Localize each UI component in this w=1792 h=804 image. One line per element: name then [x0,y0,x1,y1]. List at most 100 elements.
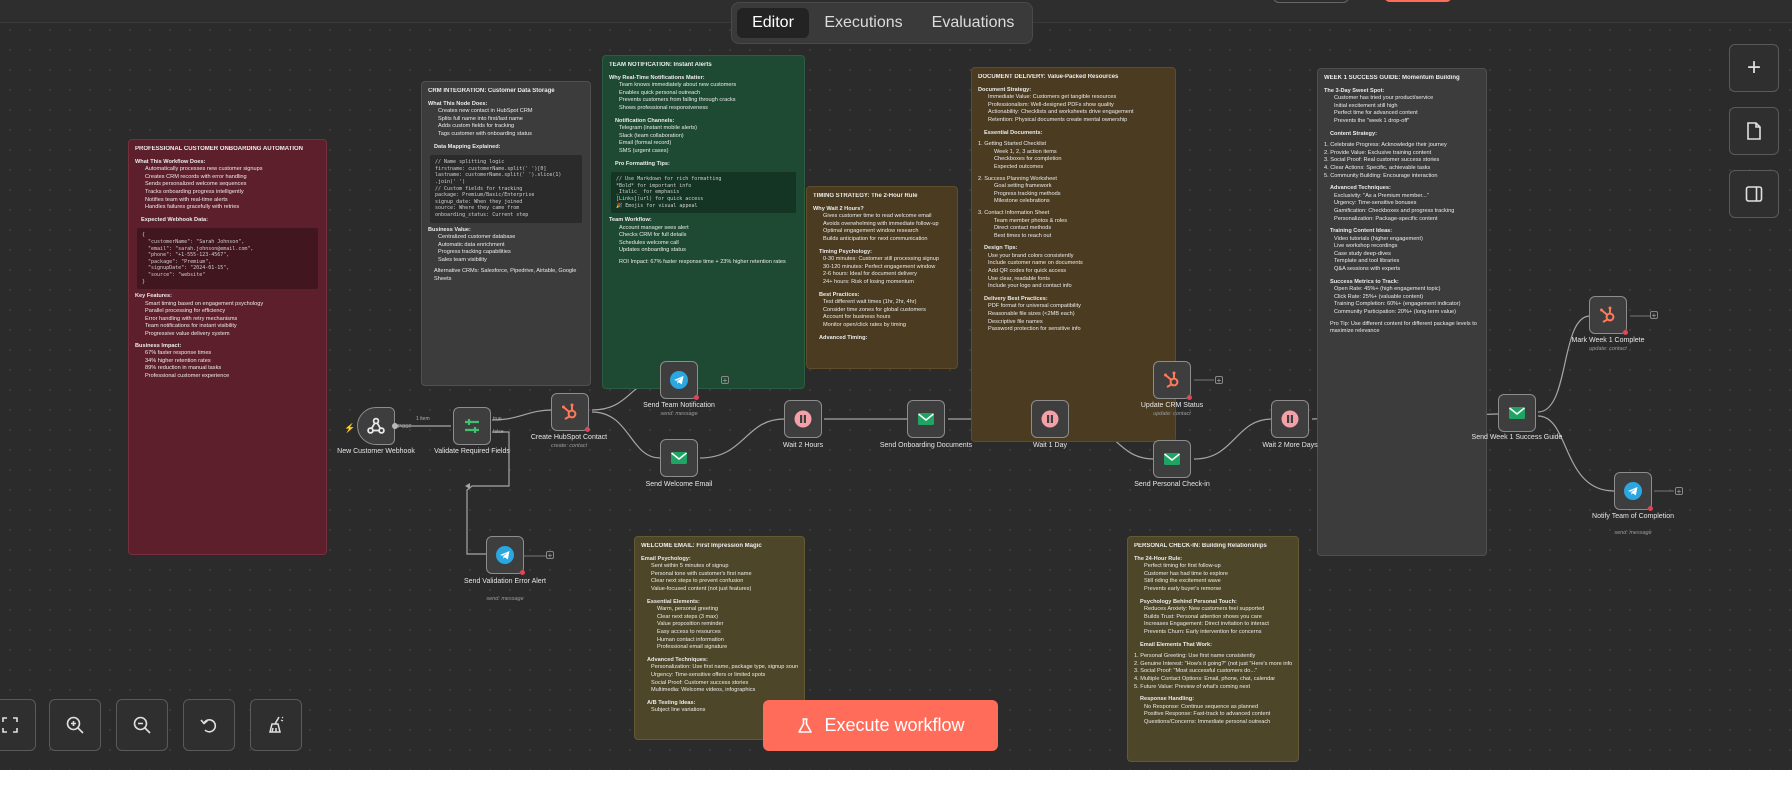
edge-welcome-wait2h [699,418,785,459]
add-node-plus-icon[interactable]: + [721,376,729,385]
list-item: Progress tracking capabilities [438,249,584,257]
list-item: Click Rate: 25%+ (valuable content) [1334,294,1480,302]
list-item: Video tutorials (higher engagement) [1334,236,1480,244]
edge-label: 1 item [416,416,430,422]
node-send-team-notification[interactable] [660,361,699,400]
note-heading: Business Value: [428,226,471,233]
note-heading: What This Workflow Does: [135,158,206,165]
node-send-validation-error-alert[interactable] [486,536,525,575]
workflow-canvas[interactable]: PROFESSIONAL CUSTOMER ONBOARDING AUTOMAT… [0,0,1792,770]
telegram-icon [1623,481,1643,501]
node-send-week1-success-guide[interactable] [1498,394,1536,432]
node-notify-team-of-completion[interactable] [1614,472,1653,511]
list-item: Clear next steps to prevent confusion [651,578,798,586]
note-onboarding-automation[interactable]: PROFESSIONAL CUSTOMER ONBOARDING AUTOMAT… [128,139,327,555]
list-item: Progress tracking methods [994,191,1169,199]
list-item: Email (formal record) [619,140,798,148]
gmail-icon [916,409,936,429]
node-new-customer-webhook[interactable] [357,407,395,445]
pause-icon [1040,409,1060,429]
output-port[interactable] [392,423,398,429]
reset-zoom-button[interactable] [183,699,235,751]
note-crm-integration[interactable]: CRM INTEGRATION: Customer Data Storage W… [421,81,591,386]
zoom-out-button[interactable] [116,699,168,751]
add-node-plus-icon[interactable]: + [1675,487,1683,496]
does-list: Creates new contact in HubSpot CRM Split… [428,108,584,138]
node-wait-2-hours[interactable] [784,400,822,438]
view-tabs: Editor Executions Evaluations [731,2,1033,44]
design-list: Use your brand colors consistently Inclu… [978,253,1169,291]
node-validate-required-fields[interactable] [453,407,491,445]
edge-label: POST [398,424,412,430]
note-heading: Email Psychology: [641,555,691,562]
list-item: Professionalism: Well-designed PDFs show… [988,102,1169,110]
fit-view-button[interactable] [0,699,36,751]
add-sticky-note-button[interactable] [1729,107,1779,155]
note-heading: Document Strategy: [978,86,1032,93]
telegram-icon [495,545,515,565]
plus-icon: + [1746,54,1761,81]
elements-list: Warm, personal greeting Clear next steps… [641,606,798,652]
add-node-plus-icon[interactable]: + [1215,376,1223,385]
list-item: Checkboxes for completion [994,156,1169,164]
node-create-hubspot-contact[interactable] [551,393,590,432]
note-heading: Success Metrics to Track: [1330,278,1399,285]
list-item: Clear next steps (3 max) [657,614,798,622]
note-text: Alternative CRMs: Salesforce, Pipedrive,… [434,268,577,283]
list-item: Team notifications for instant visibilit… [145,323,320,331]
execute-workflow-button[interactable]: Execute workflow [763,700,998,751]
rule-list: Perfect timing for first follow-up Custo… [1134,563,1292,593]
doc1-list: Week 1, 2, 3 action items Checkboxes for… [978,149,1169,172]
node-update-crm-status[interactable] [1153,361,1192,400]
tab-evaluations[interactable]: Evaluations [931,14,1015,31]
add-node-plus-icon[interactable]: + [1650,311,1658,320]
list-item: Live workshop recordings [1334,243,1480,251]
toggle-panel-button[interactable] [1729,170,1779,218]
list-item: Enables quick personal outreach [619,90,798,98]
list-item: Urgency: Time-sensitive bonuses [1334,200,1480,208]
tidy-up-button[interactable] [250,699,302,751]
node-label: Update CRM Status [1140,402,1204,409]
note-personal-checkin[interactable]: PERSONAL CHECK-IN: Building Relationship… [1127,536,1299,762]
node-label: Create HubSpot Contact [530,434,608,441]
list-item: Optimal engagement window research [823,228,951,236]
error-indicator [694,395,699,400]
node-wait-2-more-days[interactable] [1271,400,1309,438]
node-send-welcome-email[interactable] [660,439,698,477]
list-item: Team knows immediately about new custome… [619,82,798,90]
note-heading: Advanced Techniques: [647,656,708,663]
list-item: Still riding the excitement wave [1144,578,1292,586]
add-node-button[interactable]: + [1729,44,1779,92]
node-wait-1-day[interactable] [1031,400,1069,438]
note-timing-strategy[interactable]: TIMING STRATEGY: The 2-Hour Rule Why Wai… [806,186,958,369]
note-heading: Content Strategy: [1330,130,1377,137]
note-team-notification[interactable]: TEAM NOTIFICATION: Instant Alerts Why Re… [602,55,805,389]
header-accent-button-stub[interactable] [1384,0,1452,2]
note-heading: Team Workflow: [609,217,652,224]
note-heading: Key Features: [135,293,172,300]
list-item: Splits full name into first/last name [438,116,584,124]
tab-editor[interactable]: Editor [737,8,809,38]
list-item: Prevents early buyer's remorse [1144,586,1292,594]
note-text: ROI Impact: 67% faster response time + 2… [619,259,786,266]
why-list: Team knows immediately about new custome… [609,82,798,112]
node-label: Wait 2 More Days [1262,442,1318,449]
edge-validate-hubspot [491,409,553,421]
list-item: Use your brand colors consistently [988,253,1169,261]
list-item: Centralized customer database [438,234,584,242]
list-item: Include customer name on documents [988,260,1169,268]
add-node-plus-icon[interactable]: + [546,551,554,560]
note-heading: The 3-Day Sweet Spot: [1324,87,1385,94]
note-heading: Training Content Ideas: [1330,228,1393,235]
tech-list: Exclusivity: "As a Premium member..." Ur… [1324,193,1480,223]
code-block: // Name splitting logic firstname: custo… [430,155,582,223]
node-send-personal-checkin[interactable] [1153,440,1191,478]
note-document-delivery[interactable]: DOCUMENT DELIVERY: Value-Packed Resource… [971,67,1176,442]
node-send-onboarding-documents[interactable] [907,400,945,438]
note-week1-success-guide[interactable]: WEEK 1 SUCCESS GUIDE: Momentum Building … [1317,68,1487,556]
tab-executions[interactable]: Executions [824,14,903,31]
list-item: Prevents Churn: Early intervention for c… [1144,629,1292,637]
zoom-in-button[interactable] [49,699,101,751]
node-mark-week1-complete[interactable] [1589,296,1628,335]
list-item: Perfect timing for first follow-up [1144,563,1292,571]
